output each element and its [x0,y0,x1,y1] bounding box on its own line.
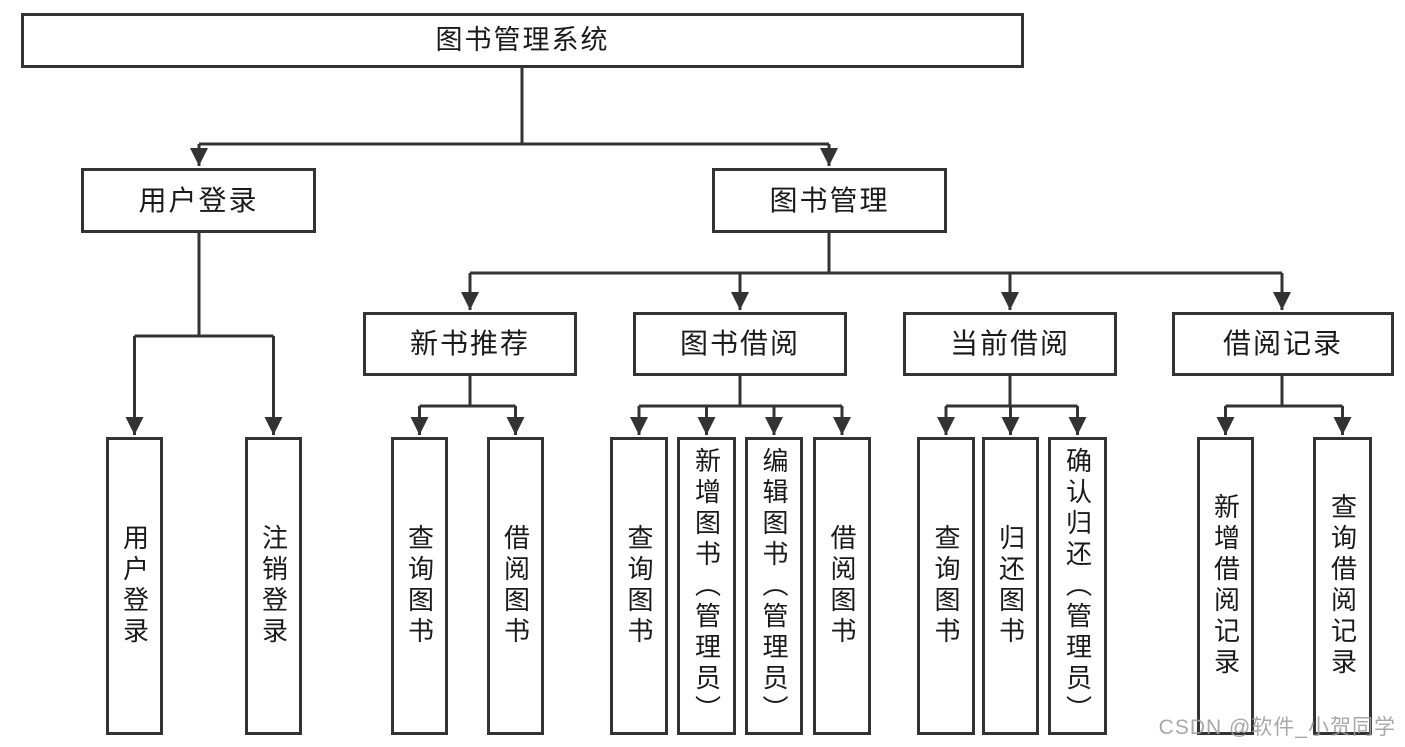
leaf-add-borrow-record-label: 新增借阅记录 [1210,493,1241,679]
node-book-borrow: 图书借阅 [633,312,847,376]
node-new-book-recommend: 新书推荐 [363,312,577,376]
leaf-query-books-new-rec: 查询图书 [391,437,448,735]
leaf-borrow-books-borrow-label: 借阅图书 [827,524,857,648]
leaf-return-books-label: 归还图书 [995,524,1026,648]
leaf-edit-books-admin-label: 编辑图书（管理员） [759,446,789,726]
node-book-borrow-label: 图书借阅 [679,328,800,359]
leaf-query-books-current-label: 查询图书 [931,524,961,648]
leaf-return-books: 归还图书 [982,437,1039,735]
leaf-query-borrow-record-label: 查询借阅记录 [1327,493,1358,679]
node-book-management-label: 图书管理 [769,184,890,216]
leaf-query-borrow-record: 查询借阅记录 [1313,437,1372,735]
node-root-label: 图书管理系统 [435,25,610,55]
node-root: 图书管理系统 [21,13,1024,68]
leaf-edit-books-admin: 编辑图书（管理员） [745,437,803,735]
node-book-management: 图书管理 [712,168,947,233]
node-new-book-recommend-label: 新书推荐 [409,328,530,359]
leaf-add-borrow-record: 新增借阅记录 [1197,437,1254,735]
leaf-borrow-books-new-rec: 借阅图书 [487,437,544,735]
leaf-confirm-return-admin-label: 确认归还（管理员） [1062,446,1093,726]
node-current-borrow: 当前借阅 [903,312,1117,376]
node-current-borrow-label: 当前借阅 [949,328,1070,359]
leaf-borrow-books-new-rec-label: 借阅图书 [500,524,531,648]
leaf-borrow-books-borrow: 借阅图书 [813,437,871,735]
node-borrow-records: 借阅记录 [1172,312,1394,376]
leaf-add-books-admin: 新增图书（管理员） [677,437,736,735]
node-borrow-records-label: 借阅记录 [1222,328,1343,359]
leaf-logout-login: 注销登录 [245,437,302,735]
leaf-query-books-new-rec-label: 查询图书 [404,524,435,648]
leaf-query-books-current: 查询图书 [917,437,975,735]
leaf-logout-login-label: 注销登录 [258,524,289,648]
leaf-query-books-borrow-label: 查询图书 [624,524,654,648]
leaf-query-books-borrow: 查询图书 [610,437,668,735]
leaf-add-books-admin-label: 新增图书（管理员） [691,446,722,726]
watermark: CSDN @软件_小贺同学 [1158,716,1396,739]
node-user-login: 用户登录 [81,168,316,233]
leaf-confirm-return-admin: 确认归还（管理员） [1048,437,1107,735]
leaf-user-login: 用户登录 [106,437,163,735]
node-user-login-label: 用户登录 [138,184,259,216]
leaf-user-login-label: 用户登录 [119,524,150,648]
